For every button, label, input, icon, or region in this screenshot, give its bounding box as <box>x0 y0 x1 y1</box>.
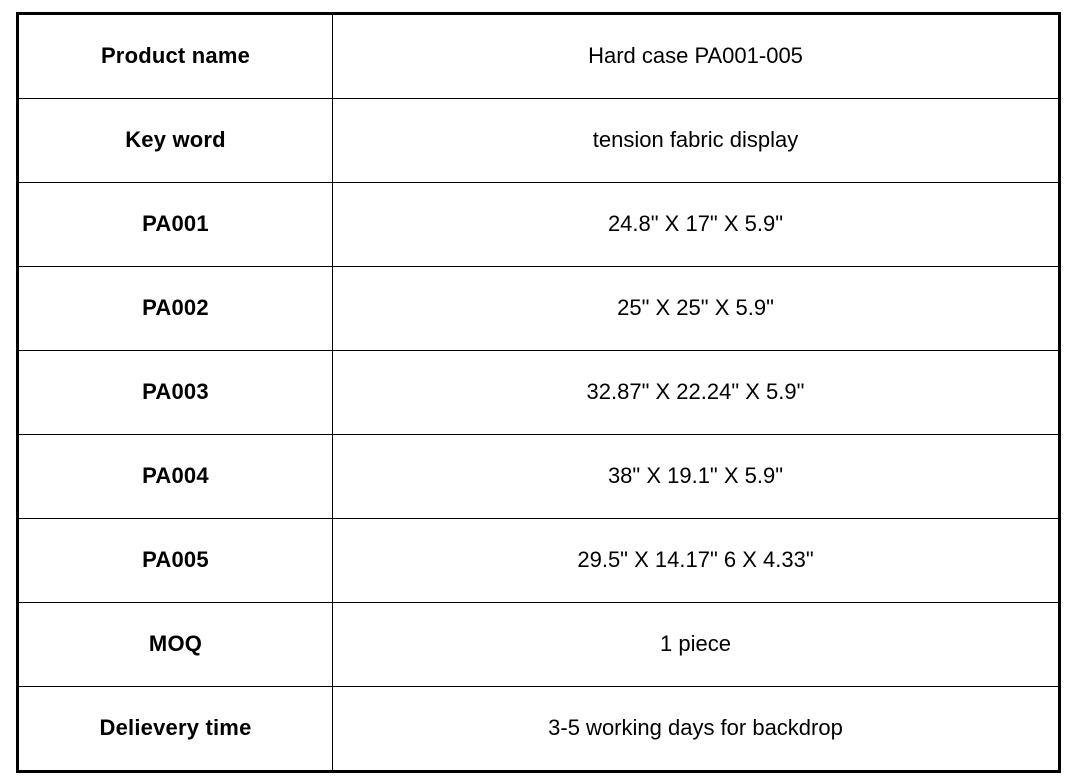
row-value-pa004: 38" X 19.1" X 5.9" <box>332 434 1060 519</box>
product-spec-table: Product name Hard case PA001-005 Key wor… <box>16 12 1061 773</box>
row-label-pa002: PA002 <box>17 266 333 351</box>
table-row-pa004: PA004 38" X 19.1" X 5.9" <box>17 434 1060 519</box>
table-row-delivery-time: Delievery time 3-5 working days for back… <box>17 686 1060 772</box>
table-row-pa003: PA003 32.87" X 22.24" X 5.9" <box>17 350 1060 435</box>
row-label-pa005: PA005 <box>17 518 333 603</box>
row-value-pa001: 24.8" X 17" X 5.9" <box>332 182 1060 267</box>
row-label-delivery-time: Delievery time <box>17 686 333 772</box>
row-value-delivery-time: 3-5 working days for backdrop <box>332 686 1060 772</box>
table-row-product-name: Product name Hard case PA001-005 <box>17 13 1060 99</box>
row-value-moq: 1 piece <box>332 602 1060 687</box>
row-label-pa004: PA004 <box>17 434 333 519</box>
row-label-key-word: Key word <box>17 98 333 183</box>
table-row-pa002: PA002 25" X 25" X 5.9" <box>17 266 1060 351</box>
table-row-pa005: PA005 29.5" X 14.17" 6 X 4.33" <box>17 518 1060 603</box>
product-spec-table-body: Product name Hard case PA001-005 Key wor… <box>17 13 1060 772</box>
row-value-pa005: 29.5" X 14.17" 6 X 4.33" <box>332 518 1060 603</box>
row-value-key-word: tension fabric display <box>332 98 1060 183</box>
row-value-pa002: 25" X 25" X 5.9" <box>332 266 1060 351</box>
table-row-moq: MOQ 1 piece <box>17 602 1060 687</box>
row-value-pa003: 32.87" X 22.24" X 5.9" <box>332 350 1060 435</box>
row-label-pa001: PA001 <box>17 182 333 267</box>
table-row-key-word: Key word tension fabric display <box>17 98 1060 183</box>
table-row-pa001: PA001 24.8" X 17" X 5.9" <box>17 182 1060 267</box>
row-label-pa003: PA003 <box>17 350 333 435</box>
row-label-product-name: Product name <box>17 13 333 99</box>
row-value-product-name: Hard case PA001-005 <box>332 13 1060 99</box>
row-label-moq: MOQ <box>17 602 333 687</box>
